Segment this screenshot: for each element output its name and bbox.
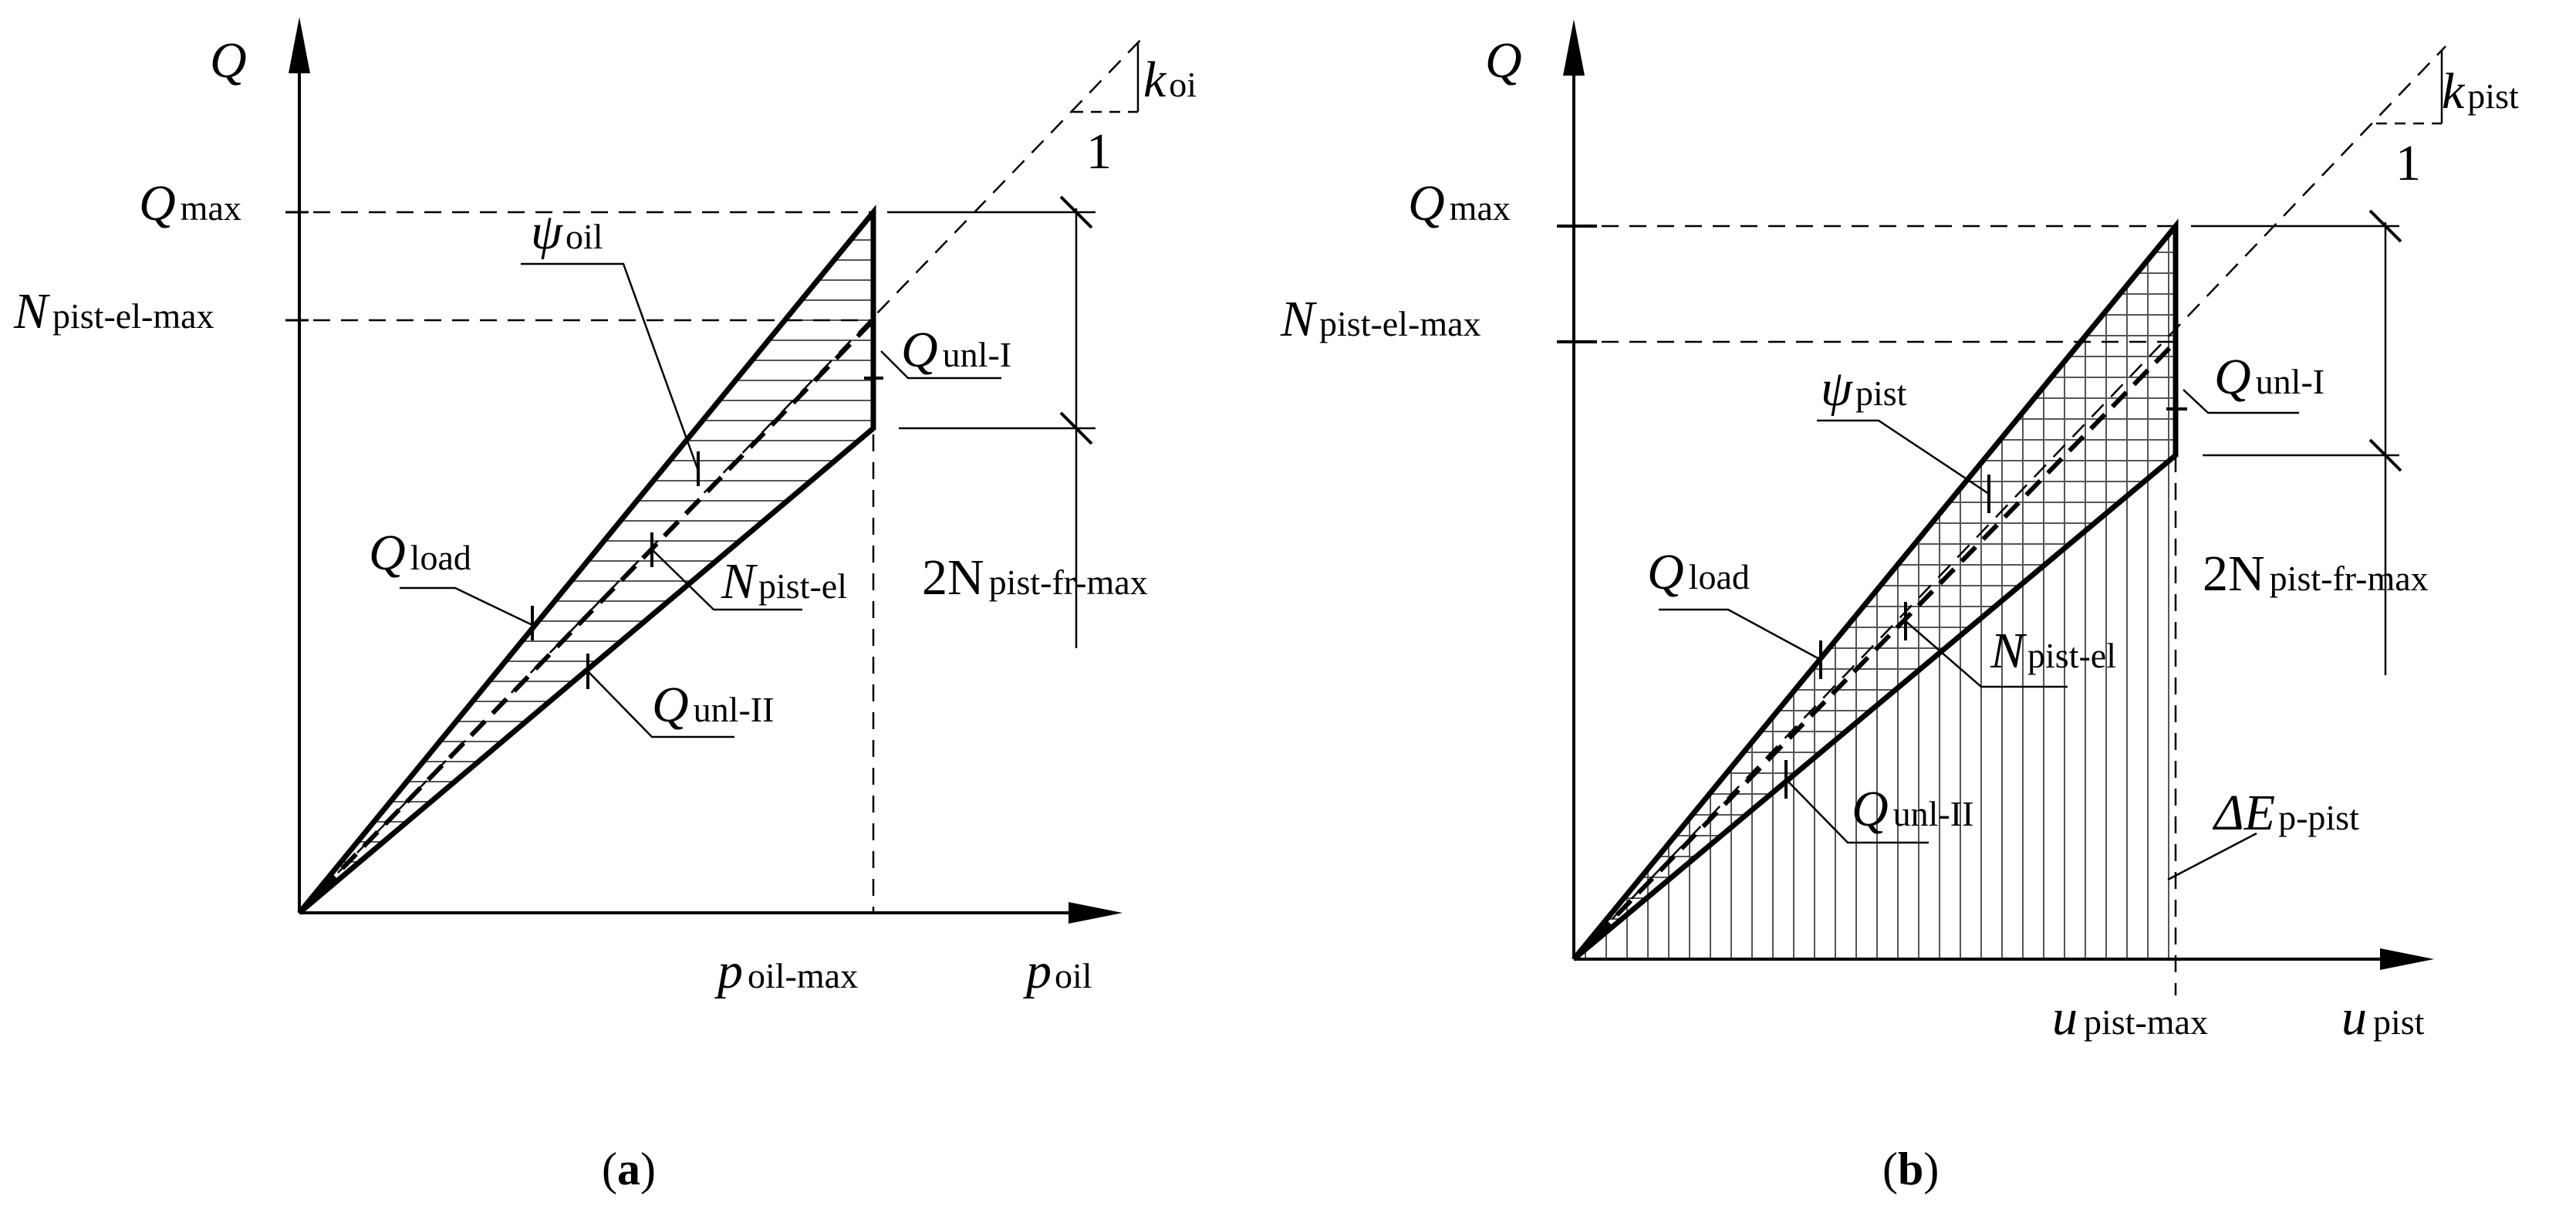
slope-triangle <box>1072 42 1139 113</box>
slope-one-label-b: 1 <box>2395 135 2421 191</box>
psi-pist-label: ψpist <box>1821 360 1907 417</box>
y-axis-label-b: Q <box>1485 32 1522 89</box>
n-pist-el-label-b: Npist-el <box>1990 623 2116 679</box>
hysteresis-loop-b <box>1572 218 2179 961</box>
x-axis-arrow <box>1069 902 1123 924</box>
y-axis-arrow <box>289 17 310 73</box>
elastic-line-b <box>1572 340 2178 961</box>
x-axis-arrow-b <box>2380 948 2434 970</box>
elastic-line <box>297 318 876 915</box>
leader-lines <box>400 262 1001 738</box>
slope-k-label-b: kpist <box>2442 63 2519 120</box>
slope-k-label: koi <box>1143 52 1197 108</box>
friction-dimension-b <box>2191 209 2402 675</box>
n-pist-el-label: Npist-el <box>721 553 847 610</box>
leader-lines-b <box>1659 389 2299 881</box>
reference-lines-b <box>1573 46 2446 995</box>
delta-e-label: ΔEp-pist <box>2212 785 2359 841</box>
slope-triangle-b <box>2376 50 2443 125</box>
x-axis-label: poil <box>1023 943 1092 999</box>
y-axis-label: Q <box>210 32 247 89</box>
caption-a: (a) <box>602 1144 656 1194</box>
caption-b: (b) <box>1882 1144 1939 1194</box>
psi-oil-label: ψoil <box>531 204 603 260</box>
friction-dimension <box>887 195 1096 648</box>
slope-one-label: 1 <box>1086 123 1112 180</box>
y-axis-arrow-b <box>1563 19 1585 76</box>
